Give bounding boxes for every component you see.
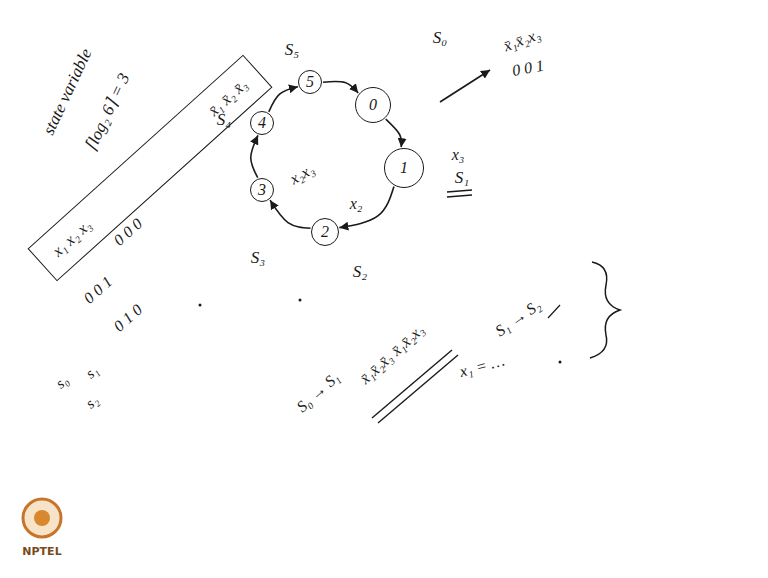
double-underline (447, 195, 472, 197)
note-text: S₁ (455, 169, 469, 188)
note-text: S₄ (217, 111, 231, 130)
state-number: 2 (321, 223, 329, 241)
transition-arrow (548, 305, 560, 318)
state-number: 5 (306, 73, 314, 91)
state-circle: 3 (250, 178, 274, 202)
note-text: 0 1 0 (110, 301, 146, 335)
state-number: 4 (258, 114, 266, 132)
transition-arrow (270, 200, 310, 228)
note-text: S₅ (285, 41, 299, 60)
double-underline (447, 190, 472, 192)
note-text: S₀ (433, 29, 447, 48)
state-circle: 4 (250, 111, 274, 135)
state-number: 1 (400, 159, 408, 177)
note-text: S₂ (353, 263, 367, 282)
variable-names: x₁ x₂ x₃ (49, 216, 95, 260)
note-text: x₃ (452, 146, 465, 164)
note-text: s₂ (82, 392, 101, 412)
note-text: S₁ → S₂ (492, 296, 544, 340)
logo-ring (23, 499, 61, 537)
logo-core (34, 510, 50, 526)
note-text: 0 0 0 (110, 215, 146, 249)
state-circle: 2 (311, 218, 339, 246)
transition-arrow (269, 87, 298, 112)
state-number: 0 (369, 96, 377, 114)
note-text: s₁ (82, 362, 101, 382)
note-text: x̄₁x̄₂x₃ (501, 25, 543, 55)
state-circle: 5 (298, 70, 322, 94)
transition-arrow (251, 135, 258, 177)
dot (559, 361, 562, 364)
note-text: x₂ (350, 195, 363, 213)
note-text: x₂x₃ (287, 160, 318, 188)
pointer-arrow (440, 70, 490, 102)
transition-arrow (339, 186, 394, 227)
note-text: 0 0 1 (511, 57, 546, 80)
note-text: ⌈log₂ 6⌉ = 3 (82, 71, 134, 154)
note-text: x₁ = … (458, 352, 507, 381)
note-text: s₀ (52, 372, 71, 392)
note-text: x̄₁x̄₂x̄₃ x̄₁x̄₂x₃ (356, 321, 427, 388)
note-text: 0 0 1 (80, 273, 116, 307)
note-text: state variable (40, 46, 96, 138)
brace (590, 262, 620, 358)
state-number: 3 (258, 181, 266, 199)
state-circle: 0 (355, 87, 391, 123)
dot (299, 299, 302, 302)
logo-text: NPTEL (22, 546, 61, 558)
dot (199, 304, 202, 307)
transition-arrow (386, 119, 402, 147)
transition-arrow (323, 81, 358, 93)
state-circle: 1 (384, 148, 424, 188)
note-text: S₀ → S₁ (293, 368, 343, 415)
note-text: S₃ (251, 249, 265, 268)
